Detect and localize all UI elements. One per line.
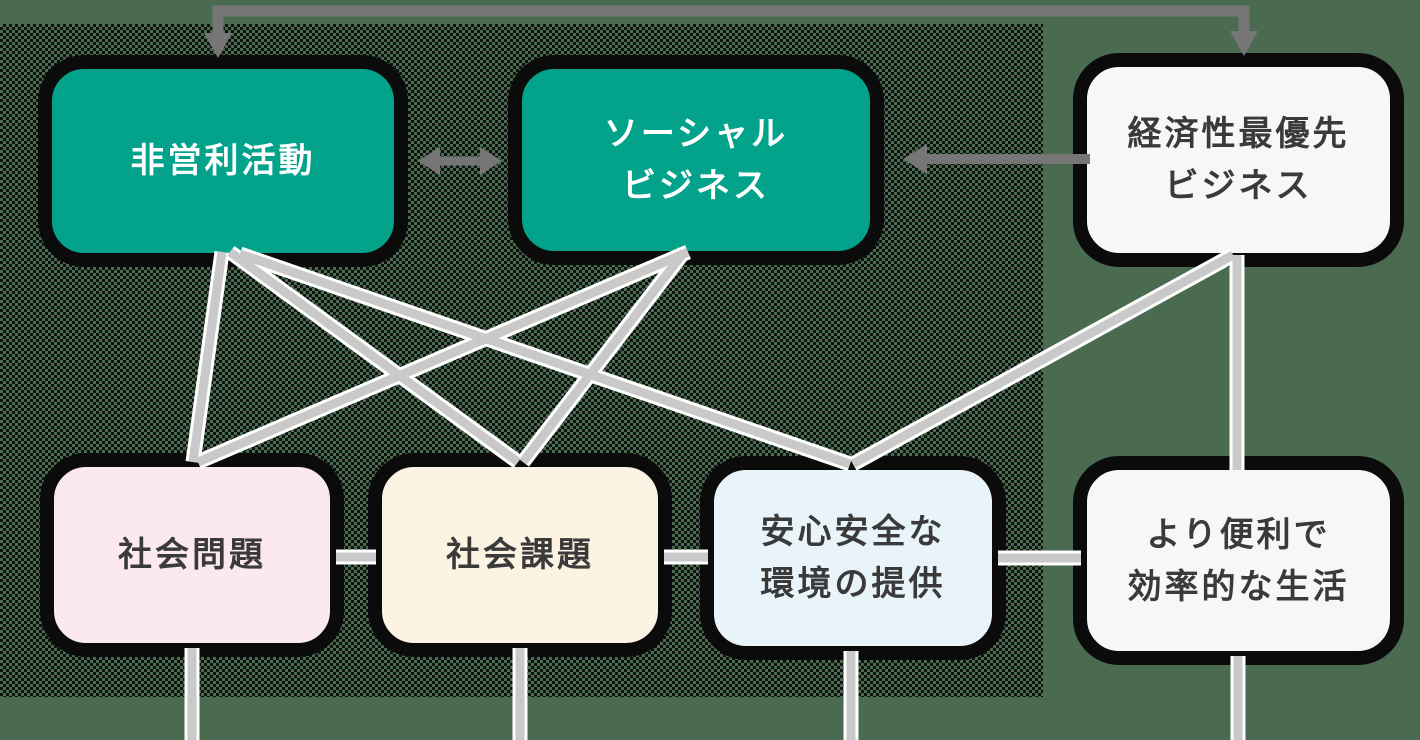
node-benri-seikatsu-line-1: 効率的な生活 [1127,566,1350,607]
node-anshin-anzen-line-1: 環境の提供 [760,564,946,604]
node-npo: 非営利活動 [38,55,408,267]
node-keizai-business-line-1: ビジネス [1164,166,1313,206]
node-social-business-label: ソーシャルビジネス [604,108,788,212]
node-shakai-mondai-label: 社会問題 [118,529,266,581]
node-benri-seikatsu-line-0: より便利で [1146,514,1331,555]
node-shakai-kadai: 社会課題 [368,453,672,657]
node-anshin-anzen: 安心安全な環境の提供 [700,456,1006,660]
node-shakai-mondai-line-0: 社会問題 [118,535,266,575]
node-shakai-kadai-label: 社会課題 [446,529,594,581]
node-social-business-line-0: ソーシャル [603,114,789,154]
node-keizai-business: 経済性最優先ビジネス [1073,53,1404,267]
node-social-business: ソーシャルビジネス [508,55,884,265]
node-keizai-business-line-0: 経済性最優先 [1127,114,1350,154]
node-benri-seikatsu-label: より便利で効率的な生活 [1128,509,1350,613]
node-social-business-line-1: ビジネス [621,166,770,206]
node-npo-label: 非営利活動 [131,135,316,187]
node-anshin-anzen-label: 安心安全な環境の提供 [761,506,946,610]
node-anshin-anzen-line-0: 安心安全な [760,512,946,552]
node-shakai-kadai-line-0: 社会課題 [446,535,594,575]
node-shakai-mondai: 社会問題 [40,453,344,657]
node-benri-seikatsu: より便利で効率的な生活 [1073,456,1404,665]
node-keizai-business-label: 経済性最優先ビジネス [1128,108,1350,212]
node-npo-line-0: 非営利活動 [130,141,316,181]
